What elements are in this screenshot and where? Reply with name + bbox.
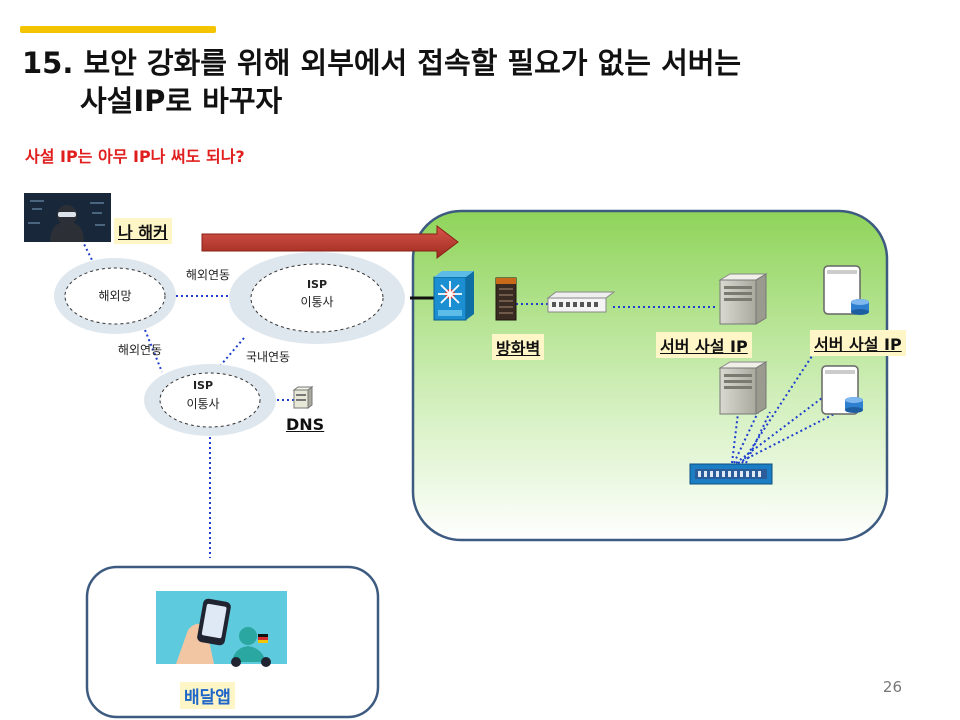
isp-top-cloud-inner: [250, 263, 384, 333]
router-icon: [546, 291, 616, 313]
hacker-label: 나 해커: [114, 218, 172, 244]
delivery-app-label: 배달앱: [180, 682, 235, 709]
isp-top-label-1: ISP: [307, 278, 327, 291]
firewall-label: 방화벽: [492, 334, 545, 360]
server-tower-2-icon: [718, 361, 768, 415]
internal-network-zone: [411, 209, 889, 542]
dns-server-icon: [292, 386, 314, 409]
overseas-cloud-inner: [64, 267, 166, 325]
title-line-2: 사설IP로 바꾸자: [80, 84, 283, 118]
slide-subtitle: 사설 IP는 아무 IP나 써도 되나?: [25, 147, 245, 166]
slide-title: 15. 보안 강화를 위해 외부에서 접속할 필요가 없는 서버는 사설IP로 …: [22, 44, 741, 120]
isp-bottom-label-2: 이통사: [186, 397, 219, 411]
isp-top-label-2: 이통사: [300, 295, 333, 309]
isp-bottom-label-1: ISP: [193, 379, 213, 392]
db-server-1-icon: [823, 265, 869, 315]
hacker-image: [24, 193, 111, 242]
dns-label: DNS: [286, 415, 325, 434]
page-number: 26: [882, 678, 902, 696]
internal-switch-icon: [689, 463, 773, 485]
firewall-icon: [495, 277, 517, 321]
domestic-link-label: 국내연동: [246, 350, 290, 364]
overseas-link-top-label: 해외연동: [186, 268, 230, 282]
server-private-ip-label-1: 서버 사설 IP: [656, 332, 752, 358]
overseas-link-left-label: 해외연동: [118, 343, 162, 357]
delivery-app-image: [156, 591, 287, 667]
db-server-2-icon: [821, 365, 863, 415]
network-switch-icon: [433, 271, 474, 321]
server-tower-1-icon: [718, 273, 768, 325]
server-private-ip-label-2: 서버 사설 IP: [810, 330, 906, 356]
accent-bar: [20, 26, 216, 33]
title-line-1: 15. 보안 강화를 위해 외부에서 접속할 필요가 없는 서버는: [22, 46, 742, 80]
attack-arrow: [201, 224, 459, 260]
isp-bottom-cloud-inner: [159, 372, 261, 428]
overseas-net-label: 해외망: [98, 289, 131, 303]
